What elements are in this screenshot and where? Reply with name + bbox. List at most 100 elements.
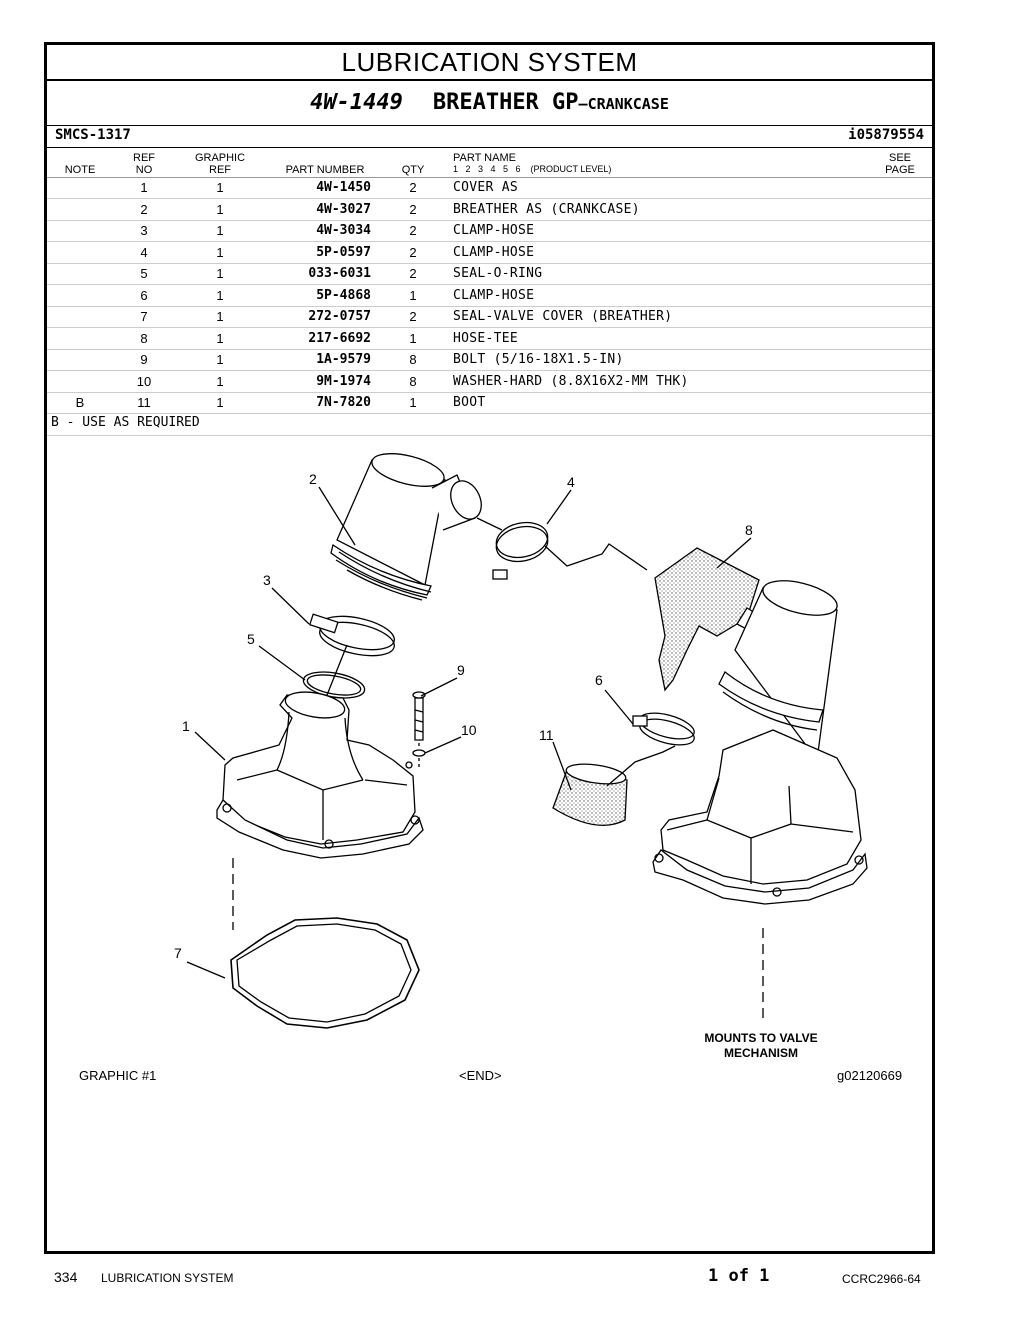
breather-right xyxy=(718,580,838,762)
cell-name: CLAMP-HOSE xyxy=(453,287,535,303)
cell-part: 217-6692 xyxy=(308,330,371,346)
cell-qty: 1 xyxy=(409,330,417,346)
graphic-id: g02120669 xyxy=(837,1068,903,1083)
cell-name: CLAMP-HOSE xyxy=(453,223,535,238)
ident-code: i05879554 xyxy=(848,127,924,143)
cell-name: HOSE-TEE xyxy=(453,330,519,346)
cell-name: SEAL-O-RING xyxy=(453,266,543,281)
cell-part: 1A-9579 xyxy=(316,352,371,367)
cell-ref: 2 xyxy=(140,201,148,217)
cell-part: 5P-4868 xyxy=(316,287,371,303)
cell-name: BOLT (5/16-18X1.5-IN) xyxy=(453,352,624,367)
col-note: NOTE xyxy=(64,164,96,176)
page-count: 1 of 1 xyxy=(708,1266,770,1286)
cell-ref: 1 xyxy=(140,180,148,195)
clamp-6 xyxy=(632,712,695,746)
graphic-label: GRAPHIC #1 xyxy=(79,1068,157,1083)
cell-gref: 1 xyxy=(216,330,224,346)
table-row: 4 1 5P-0597 2 CLAMP-HOSE xyxy=(47,242,932,264)
breather-left xyxy=(330,453,482,601)
callout-4: 4 xyxy=(567,474,575,490)
smcs-code: SMCS-1317 xyxy=(55,127,131,143)
cell-qty: 2 xyxy=(409,244,417,260)
col-product-level: 1 2 3 4 5 6 (PRODUCT LEVEL) xyxy=(453,164,612,174)
cell-ref: 6 xyxy=(140,287,148,303)
clamp-4 xyxy=(492,521,549,580)
cover-right xyxy=(652,729,868,905)
seal-7 xyxy=(230,917,420,1029)
callout-8: 8 xyxy=(745,522,753,538)
cell-ref: 10 xyxy=(136,373,152,389)
group-name: BREATHER GP xyxy=(432,90,579,115)
callout-7: 7 xyxy=(174,945,182,961)
cell-note: B xyxy=(75,395,85,410)
col-gref-top: GRAPHIC xyxy=(194,152,246,164)
col-gref-bottom: REF xyxy=(209,164,231,176)
cell-ref: 8 xyxy=(140,330,148,346)
cell-part: 9M-1974 xyxy=(316,373,371,389)
footer-section: LUBRICATION SYSTEM xyxy=(101,1271,234,1285)
col-ref-bottom: NO xyxy=(135,164,153,176)
cell-part: 272-0757 xyxy=(308,309,371,324)
callout-6: 6 xyxy=(595,672,603,688)
cell-ref: 4 xyxy=(140,244,148,260)
boot-11 xyxy=(552,763,628,826)
cell-ref: 7 xyxy=(140,309,148,324)
col-ref-top: REF xyxy=(133,152,155,164)
cell-name: BOOT xyxy=(453,395,486,410)
bolt-9 xyxy=(412,691,426,741)
callout-1: 1 xyxy=(182,718,190,734)
washer-10 xyxy=(412,749,426,757)
cell-qty: 2 xyxy=(409,201,417,217)
callout-9: 9 xyxy=(457,662,465,678)
cell-part: 033-6031 xyxy=(308,266,371,281)
cell-name: BREATHER AS (CRANKCASE) xyxy=(453,201,640,217)
cell-gref: 1 xyxy=(216,287,224,303)
cell-gref: 1 xyxy=(216,352,224,367)
cell-gref: 1 xyxy=(216,373,224,389)
page-number: 334 xyxy=(54,1269,78,1285)
cell-gref: 1 xyxy=(216,180,224,195)
table-row: 6 1 5P-4868 1 CLAMP-HOSE xyxy=(47,285,932,307)
mounts-note-line1: MOUNTS TO VALVE xyxy=(704,1031,817,1045)
col-part-name: PART NAME xyxy=(453,152,516,164)
cell-qty: 8 xyxy=(409,373,417,389)
end-label: <END> xyxy=(459,1068,502,1083)
header-rule xyxy=(47,147,932,148)
cell-ref: 5 xyxy=(140,266,148,281)
cell-gref: 1 xyxy=(216,223,224,238)
remark-rule xyxy=(47,435,932,436)
table-row: 8 1 217-6692 1 HOSE-TEE xyxy=(47,328,932,350)
col-see-top: SEE xyxy=(888,152,911,164)
callout-3: 3 xyxy=(263,572,271,588)
cell-gref: 1 xyxy=(216,309,224,324)
callout-10: 10 xyxy=(461,722,477,738)
cell-part: 7N-7820 xyxy=(316,395,371,410)
cell-qty: 1 xyxy=(409,395,417,410)
cell-part: 5P-0597 xyxy=(316,244,371,260)
cell-name: CLAMP-HOSE xyxy=(453,244,535,260)
exploded-view-diagram: 1 2 3 4 5 6 7 8 9 10 11 MOUNTS TO VALVE … xyxy=(174,453,868,1060)
cell-gref: 1 xyxy=(216,244,224,260)
cell-ref: 9 xyxy=(140,352,148,367)
group-suffix: —CRANKCASE xyxy=(578,95,669,113)
callout-11: 11 xyxy=(539,727,554,743)
cell-gref: 1 xyxy=(216,201,224,217)
cell-qty: 1 xyxy=(409,287,417,303)
col-part-number: PART NUMBER xyxy=(285,164,365,176)
column-header-rule xyxy=(47,177,932,178)
col-see-bottom: PAGE xyxy=(885,164,915,176)
cell-qty: 2 xyxy=(409,309,417,324)
cell-part: 4W-3027 xyxy=(316,201,371,217)
cell-qty: 2 xyxy=(409,223,417,238)
cover-left xyxy=(216,691,424,859)
